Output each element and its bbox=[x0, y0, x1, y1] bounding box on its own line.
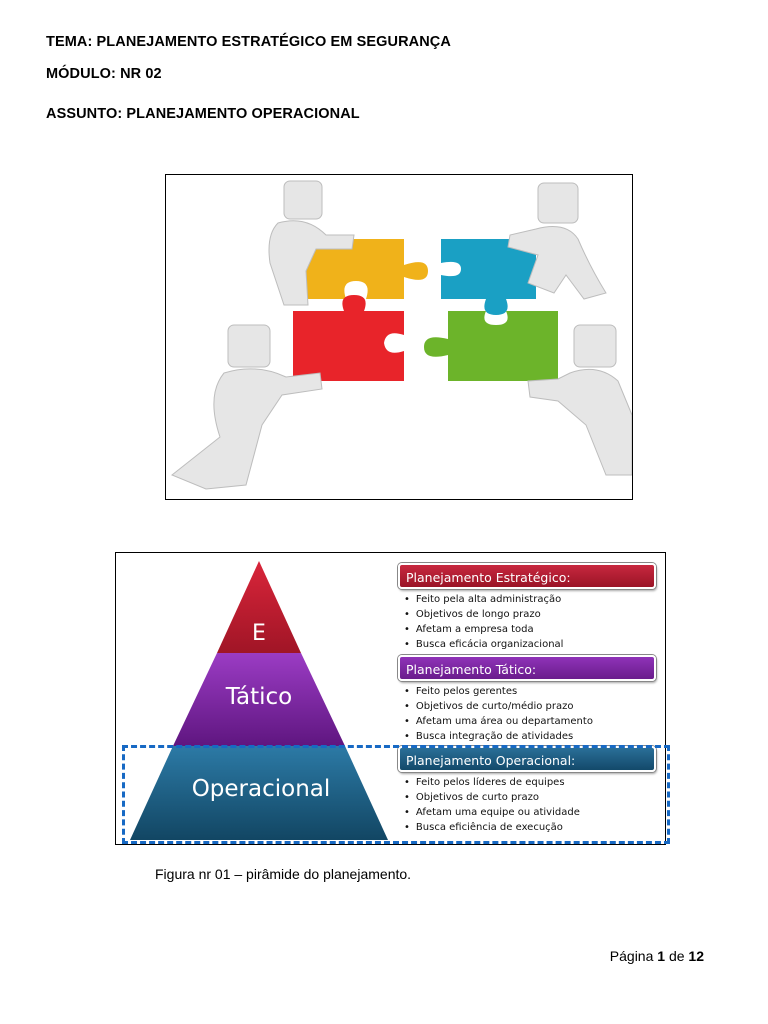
figure-caption: Figura nr 01 – pirâmide do planejamento. bbox=[155, 866, 412, 882]
list-item: Afetam uma área ou departamento bbox=[404, 714, 593, 729]
pyramid-top-estrategico bbox=[217, 561, 301, 653]
pyramid-label-top: E bbox=[252, 621, 266, 646]
page-number: Página 1 de 12 bbox=[610, 948, 704, 964]
list-item: Feito pelos líderes de equipes bbox=[404, 775, 580, 790]
doc-assunto: ASSUNTO: PLANEJAMENTO OPERACIONAL bbox=[46, 106, 360, 122]
list-item: Busca eficácia organizacional bbox=[404, 637, 564, 652]
figure-top-left bbox=[268, 180, 355, 306]
figure-bottom-right bbox=[527, 324, 632, 476]
doc-tema: TEMA: PLANEJAMENTO ESTRATÉGICO EM SEGURA… bbox=[46, 34, 451, 50]
tatico-bullet-list: Feito pelos gerentes Objetivos de curto/… bbox=[404, 684, 593, 744]
yellow-puzzle-piece bbox=[306, 239, 428, 299]
page-total: 12 bbox=[688, 948, 704, 964]
puzzle-teamwork-illustration bbox=[165, 174, 633, 500]
page-prefix: Página bbox=[609, 948, 654, 964]
pyramid-label-middle: Tático bbox=[225, 684, 293, 710]
doc-modulo: MÓDULO: NR 02 bbox=[46, 66, 162, 82]
operacional-bullet-list: Feito pelos líderes de equipes Objetivos… bbox=[404, 775, 580, 835]
red-puzzle-piece bbox=[293, 295, 404, 381]
list-item: Objetivos de longo prazo bbox=[404, 607, 563, 622]
list-item: Feito pela alta administração bbox=[404, 592, 563, 607]
pyramid-middle-tatico bbox=[173, 653, 345, 746]
list-item: Afetam a empresa toda bbox=[404, 622, 563, 637]
estrategico-bullet-list: Feito pela alta administração Objetivos … bbox=[404, 592, 564, 652]
list-item: Afetam uma equipe ou atividade bbox=[404, 805, 580, 820]
tatico-title-box: Planejamento Tático: bbox=[398, 655, 656, 681]
planning-pyramid-figure: E Tático Operacional Planejamento Estrat… bbox=[115, 552, 666, 845]
list-item: Feito pelos gerentes bbox=[404, 684, 593, 699]
figure-bottom-left bbox=[171, 324, 323, 490]
page-sep: de bbox=[668, 948, 685, 964]
figure-top-right bbox=[507, 182, 607, 300]
list-item: Objetivos de curto prazo bbox=[404, 790, 580, 805]
green-puzzle-piece bbox=[424, 311, 558, 381]
list-item: Objetivos de curto/médio prazo bbox=[404, 699, 593, 714]
list-item: Busca integração de atividades bbox=[404, 729, 593, 744]
page-current: 1 bbox=[657, 948, 666, 964]
list-item: Busca eficiência de execução bbox=[404, 820, 580, 835]
operacional-highlight-frame bbox=[122, 745, 670, 844]
estrategico-title-box: Planejamento Estratégico: bbox=[398, 563, 656, 589]
blue-puzzle-piece bbox=[441, 239, 536, 315]
pyramid-base-operacional bbox=[130, 746, 388, 840]
pyramid-label-base: Operacional bbox=[191, 776, 331, 802]
